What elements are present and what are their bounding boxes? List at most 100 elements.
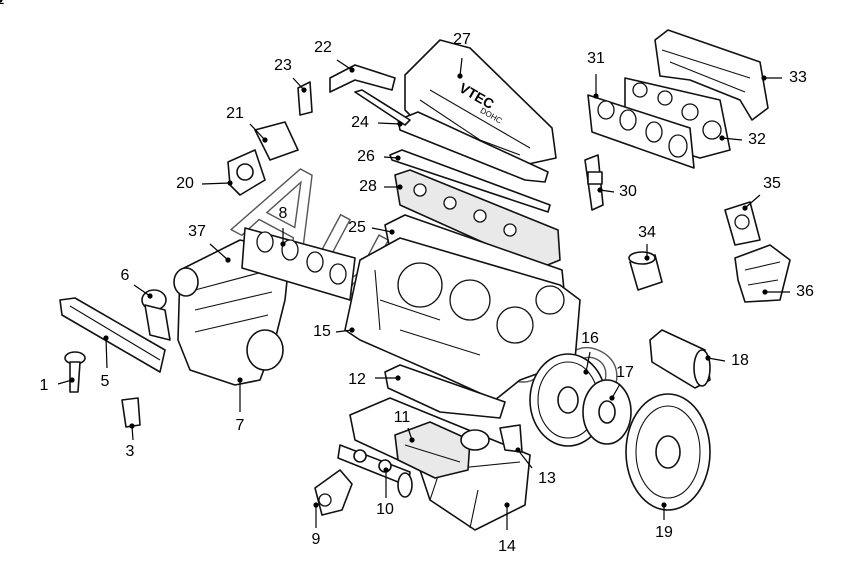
leader-line-18 [707, 357, 726, 362]
part-number-label: 28 [359, 178, 377, 195]
leader-dot-7 [237, 377, 243, 383]
part-number-label: 15 [313, 323, 331, 340]
leader-line-20 [201, 182, 231, 185]
idle-air-valve-part [141, 289, 171, 341]
cam-holder-gasket-part [389, 149, 551, 213]
leader-dot-14 [504, 502, 510, 508]
part-number-label: 27 [453, 31, 471, 48]
engine-mount-part [724, 201, 761, 246]
leader-line-6 [133, 284, 151, 297]
part-number-label: 16 [581, 330, 599, 347]
callout-labels: 1235678910111213141516171819202122232425… [0, 0, 814, 555]
leader-dot-34 [644, 255, 650, 261]
oil-sender-part [460, 424, 523, 453]
part-number-label: 6 [121, 267, 130, 284]
leader-dot-19 [661, 502, 667, 508]
part-number-label: 30 [619, 183, 637, 200]
part-number-label: 36 [796, 283, 814, 300]
leader-dot-30 [597, 187, 603, 193]
leader-dot-37 [225, 257, 231, 263]
balancer-shaft-part [337, 444, 413, 498]
part-number-label: 37 [188, 223, 206, 240]
leader-dot-6 [147, 293, 153, 299]
leader-line-17 [611, 383, 621, 399]
part-number-label: 1 [40, 377, 49, 394]
part-number-label: 24 [351, 114, 369, 131]
leader-dot-13 [515, 447, 521, 453]
egr-valve-part [227, 149, 266, 196]
leader-dot-35 [742, 205, 748, 211]
leader-dot-11 [409, 437, 415, 443]
pressure-plate-part [625, 393, 711, 511]
leader-line-37 [209, 243, 229, 261]
knock-sensor-bracket-part [314, 469, 353, 516]
callout-leaders [0, 0, 790, 530]
oil-pressure-switch-part [121, 397, 141, 428]
part-number-label: 21 [226, 105, 244, 122]
part-number-label: 18 [731, 352, 749, 369]
cam-position-sensor-part [584, 154, 604, 211]
leader-dot-18 [705, 355, 711, 361]
fuel-rail-part [59, 297, 166, 373]
part-number-label: 25 [348, 219, 366, 236]
leader-dot-8 [280, 241, 286, 247]
leader-line-35 [744, 194, 761, 209]
clutch-disc-part [582, 379, 632, 445]
part-number-label: 31 [587, 50, 605, 67]
leader-dot-21 [262, 137, 268, 143]
temperature-sensor-part [64, 351, 86, 393]
water-hose-part [297, 81, 313, 116]
camshaft-holder-part [394, 169, 561, 269]
leader-dot-12 [395, 375, 401, 381]
part-number-label: 13 [538, 470, 556, 487]
part-number-label: 35 [763, 175, 781, 192]
leader-dot-25 [389, 229, 395, 235]
part-number-label: 12 [348, 371, 366, 388]
part-number-label: 23 [274, 57, 292, 74]
part-number-label: 22 [314, 39, 332, 56]
part-number-label: 32 [748, 131, 766, 148]
part-number-label: 2 [0, 0, 5, 8]
leader-dot-23 [301, 87, 307, 93]
leader-dot-2 [0, 0, 3, 3]
leader-line-13 [517, 449, 533, 469]
oil-pump-part [394, 421, 471, 479]
vacuum-hose-part [354, 89, 411, 126]
leader-dot-15 [349, 327, 355, 333]
leader-dot-10 [383, 467, 389, 473]
leader-line-15 [335, 329, 353, 333]
starter-motor-part [649, 329, 711, 389]
leader-dot-20 [227, 180, 233, 186]
cover-gasket-part [397, 111, 549, 183]
engine-mount-bracket-part [734, 244, 791, 303]
leader-dot-3 [129, 423, 135, 429]
leader-dot-5 [103, 335, 109, 341]
leader-dot-27 [457, 73, 463, 79]
leader-line-24 [377, 122, 401, 125]
thermostat-housing-part [254, 121, 299, 161]
intake-gasket-part [241, 227, 356, 301]
leader-line-32 [721, 137, 743, 141]
part-number-label: 9 [312, 531, 321, 548]
leader-dot-17 [609, 395, 615, 401]
leader-line-22 [336, 59, 353, 71]
leader-dot-22 [349, 67, 355, 73]
leader-dot-31 [593, 93, 599, 99]
leader-dot-32 [719, 135, 725, 141]
part-number-label: 20 [176, 175, 194, 192]
leader-line-27 [459, 57, 463, 77]
leader-line-5 [105, 337, 108, 369]
leader-line-16 [585, 351, 591, 373]
leader-dot-33 [761, 75, 767, 81]
exhaust-gasket-part [587, 94, 695, 169]
heat-shield-part [654, 29, 769, 121]
part-number-label: 10 [376, 501, 394, 518]
engine-block-part [344, 237, 581, 401]
part-number-label: 34 [638, 224, 656, 241]
part-number-label: 14 [498, 538, 516, 555]
oil-pan-gasket-part [384, 364, 506, 419]
part-number-label: 11 [394, 409, 411, 426]
part-number-label: 19 [655, 524, 673, 541]
leader-dot-26 [395, 155, 401, 161]
